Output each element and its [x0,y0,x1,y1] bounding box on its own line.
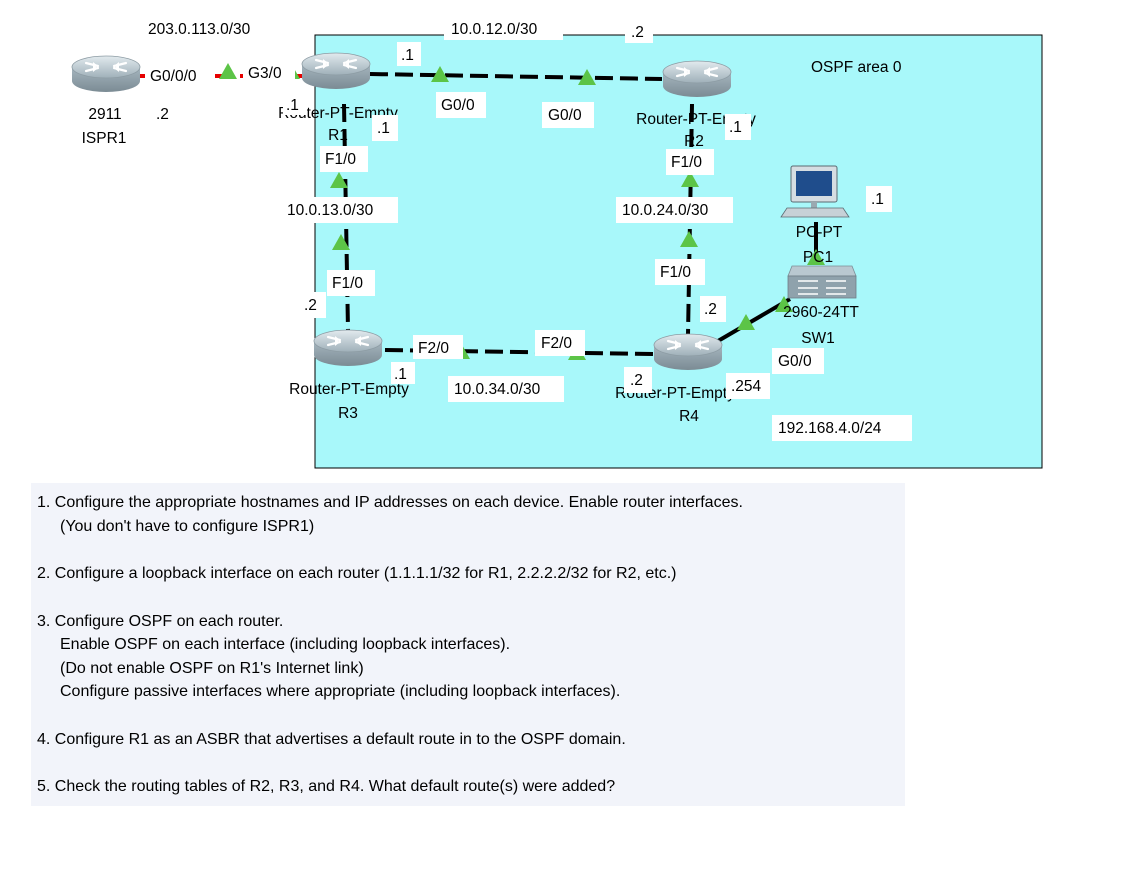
device-model-label: PC-PT [796,224,843,241]
instruction-line: 3. Configure OSPF on each router. [37,612,284,630]
network-label-r2-r4: 10.0.24.0/30 [622,202,709,219]
device-model-label: Router-PT-Empty [278,105,398,122]
host-id-label: .2 [704,301,717,318]
interface-label: F1/0 [671,154,702,171]
host-id-label: .254 [731,378,762,395]
device-model-label: 2911 [88,106,121,123]
host-id-label: .1 [871,191,884,208]
device-model-label: Router-PT-Empty [289,381,409,398]
device-name-label: PC1 [803,249,833,266]
ospf-area-label: OSPF area 0 [811,59,902,76]
instruction-line: 2. Configure a loopback interface on eac… [37,565,677,582]
host-id-label: .2 [630,372,643,389]
link-up-triangle-icon [219,63,237,79]
instruction-line: 4. Configure R1 as an ASBR that advertis… [37,730,626,748]
device-name-label: R4 [679,408,699,425]
instruction-line: 1. Configure the appropriate hostnames a… [37,494,743,511]
device-name-label: ISPR1 [82,130,127,147]
router-icon[interactable] [312,328,384,368]
network-label-r1-r2: 10.0.12.0/30 [451,21,538,38]
host-id-label: .1 [729,119,742,136]
pc-icon[interactable] [780,165,850,218]
instructions-panel: 1. Configure the appropriate hostnames a… [31,483,905,806]
interface-label: F2/0 [541,335,572,352]
router-icon[interactable] [661,59,733,99]
router-icon[interactable] [70,54,142,94]
instruction-line: (Do not enable OSPF on R1's Internet lin… [60,659,364,677]
host-id-label: .1 [394,366,407,383]
instruction-line: (You don't have to configure ISPR1) [60,517,315,535]
host-id-label: .1 [286,97,299,114]
host-id-label: .2 [304,297,317,314]
network-label-isp-r1: 203.0.113.0/30 [148,21,251,38]
link-r3-r4[interactable] [384,348,657,356]
interface-label: G0/0/0 [150,68,197,85]
interface-label: G3/0 [248,65,282,82]
link-r4-sw1[interactable] [716,297,792,343]
interface-label: F1/0 [332,275,363,292]
instruction-step-1: 1. Configure the appropriate hostnames a… [37,491,899,538]
device-name-label: R1 [328,127,348,144]
router-icon[interactable] [300,51,372,91]
switch-icon[interactable] [787,265,857,299]
host-id-label: .2 [156,106,169,123]
interface-label: F2/0 [418,340,449,357]
instruction-step-4: 4. Configure R1 as an ASBR that advertis… [37,728,899,752]
device-model-label: 2960-24TT [783,304,859,321]
instruction-line: 5. Check the routing tables of R2, R3, a… [37,778,616,795]
network-label-r1-r3: 10.0.13.0/30 [287,202,374,219]
network-label-r3-r4: 10.0.34.0/30 [454,381,541,398]
interface-label: F1/0 [660,264,691,281]
ospf-area-box [314,34,1043,469]
device-name-label: R2 [684,133,704,150]
interface-label: F1/0 [325,151,356,168]
instruction-step-2: 2. Configure a loopback interface on eac… [37,562,899,586]
interface-label: G0/0 [548,107,582,124]
interface-label: G0/0 [441,97,475,114]
device-name-label: SW1 [801,330,835,347]
router-icon[interactable] [652,332,724,372]
device-name-label: R3 [338,405,358,422]
host-id-label: .1 [377,120,390,137]
network-label-lan: 192.168.4.0/24 [778,420,882,437]
instruction-line: Configure passive interfaces where appro… [60,683,621,700]
instruction-step-5: 5. Check the routing tables of R2, R3, a… [37,775,899,799]
instruction-step-3: 3. Configure OSPF on each router. Enable… [37,610,899,704]
instruction-line: Enable OSPF on each interface (including… [60,636,511,653]
interface-label: G0/0 [778,353,812,370]
host-id-label: .2 [631,24,644,41]
host-id-label: .1 [401,47,414,64]
